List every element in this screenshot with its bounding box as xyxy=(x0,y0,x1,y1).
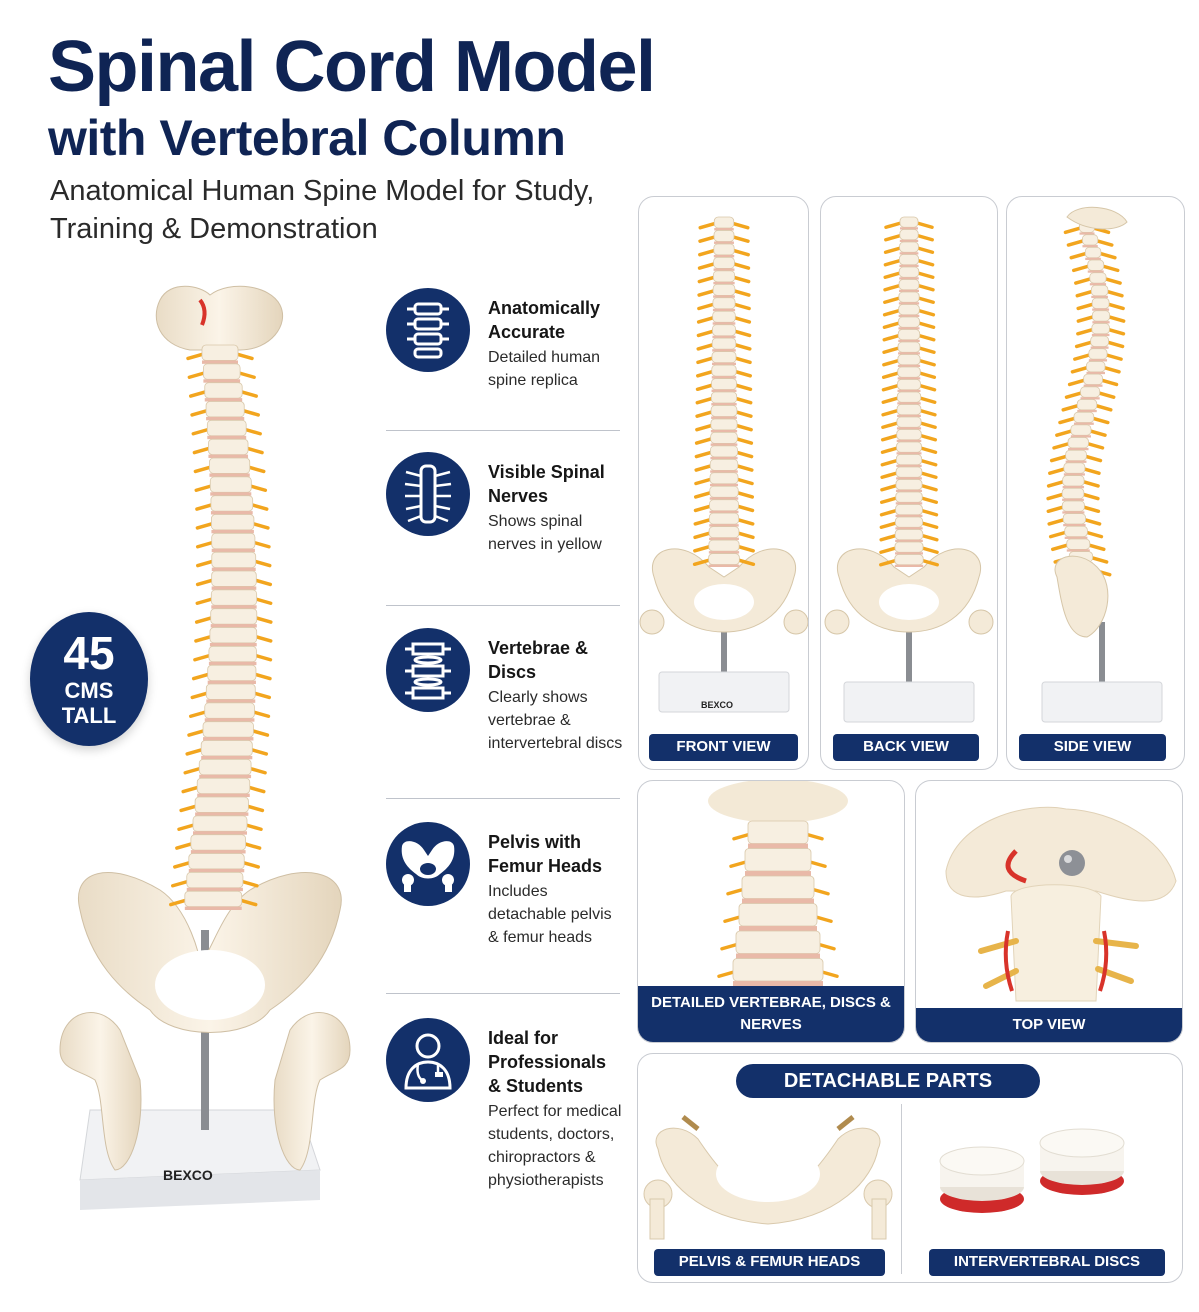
vertebra-stack-icon xyxy=(386,288,470,372)
feature-divider xyxy=(386,605,620,606)
detachable-parts-panel: DETACHABLE PARTS PELVIS & FEMUR HEADS IN… xyxy=(637,1053,1183,1283)
page-subtitle: Anatomical Human Spine Model for Study, … xyxy=(50,175,595,245)
feature-divider xyxy=(386,798,620,799)
side-view-panel: SIDE VIEW xyxy=(1006,196,1185,770)
height-badge-unit: CMS xyxy=(64,678,114,703)
detailed-vertebrae-label: DETAILED VERTEBRAE, DISCS & NERVES xyxy=(638,986,904,1042)
feature-description: Shows spinal nerves in yellow xyxy=(488,513,602,553)
side-view-image xyxy=(1041,206,1163,723)
feature-title: Anatomically Accurate xyxy=(488,298,601,342)
pelvis-femur-image xyxy=(643,1115,893,1240)
page-title: Spinal Cord Model xyxy=(48,27,656,107)
intervertebral-discs-label: INTERVERTEBRAL DISCS xyxy=(929,1249,1165,1276)
top-view-image xyxy=(945,806,1177,1002)
feature-divider xyxy=(386,993,620,994)
detachable-parts-heading: DETACHABLE PARTS xyxy=(736,1064,1040,1098)
feature-title: Ideal for Professionals & Students xyxy=(488,1028,607,1096)
spinal-nerves-icon xyxy=(386,452,470,536)
hero-spine-model-image: BEXCO xyxy=(50,270,370,1220)
svg-text:BEXCO: BEXCO xyxy=(701,700,733,710)
front-view-panel: BEXCO FRONT VIEW xyxy=(638,196,809,770)
front-view-image: BEXCO xyxy=(639,216,808,713)
top-view-panel: TOP VIEW xyxy=(915,780,1183,1043)
detachable-divider xyxy=(901,1104,902,1274)
doctor-icon xyxy=(386,1018,470,1102)
back-view-image xyxy=(824,216,994,723)
base-brand: BEXCO xyxy=(163,1167,213,1183)
feature-description: Detailed human spine replica xyxy=(488,349,601,389)
intervertebral-discs-image xyxy=(939,1128,1125,1213)
height-badge: 45 CMS TALL xyxy=(30,612,148,746)
pelvis-icon xyxy=(386,822,470,906)
feature-title: Pelvis with Femur Heads xyxy=(488,832,603,876)
feature-description: Clearly shows vertebrae & intervertebral… xyxy=(488,689,623,752)
feature-title: Vertebrae & Discs xyxy=(488,638,589,682)
height-badge-number: 45 xyxy=(63,627,115,679)
side-view-label: SIDE VIEW xyxy=(1019,734,1166,761)
top-view-label: TOP VIEW xyxy=(916,1008,1182,1042)
feature-description: Perfect for medical students, doctors, c… xyxy=(488,1103,622,1189)
feature-title: Visible Spinal Nerves xyxy=(488,462,605,506)
back-view-panel: BACK VIEW xyxy=(820,196,998,770)
vertebrae-discs-icon xyxy=(386,628,470,712)
height-badge-unit-2: TALL xyxy=(61,703,117,728)
detailed-vertebrae-image xyxy=(708,781,848,986)
pelvis-femur-label: PELVIS & FEMUR HEADS xyxy=(654,1249,885,1276)
feature-description: Includes detachable pelvis & femur heads xyxy=(488,883,612,946)
page-title-line-2: with Vertebral Column xyxy=(48,110,566,166)
feature-divider xyxy=(386,430,620,431)
front-view-label: FRONT VIEW xyxy=(649,734,798,761)
back-view-label: BACK VIEW xyxy=(833,734,979,761)
detailed-vertebrae-panel: DETAILED VERTEBRAE, DISCS & NERVES xyxy=(637,780,905,1043)
